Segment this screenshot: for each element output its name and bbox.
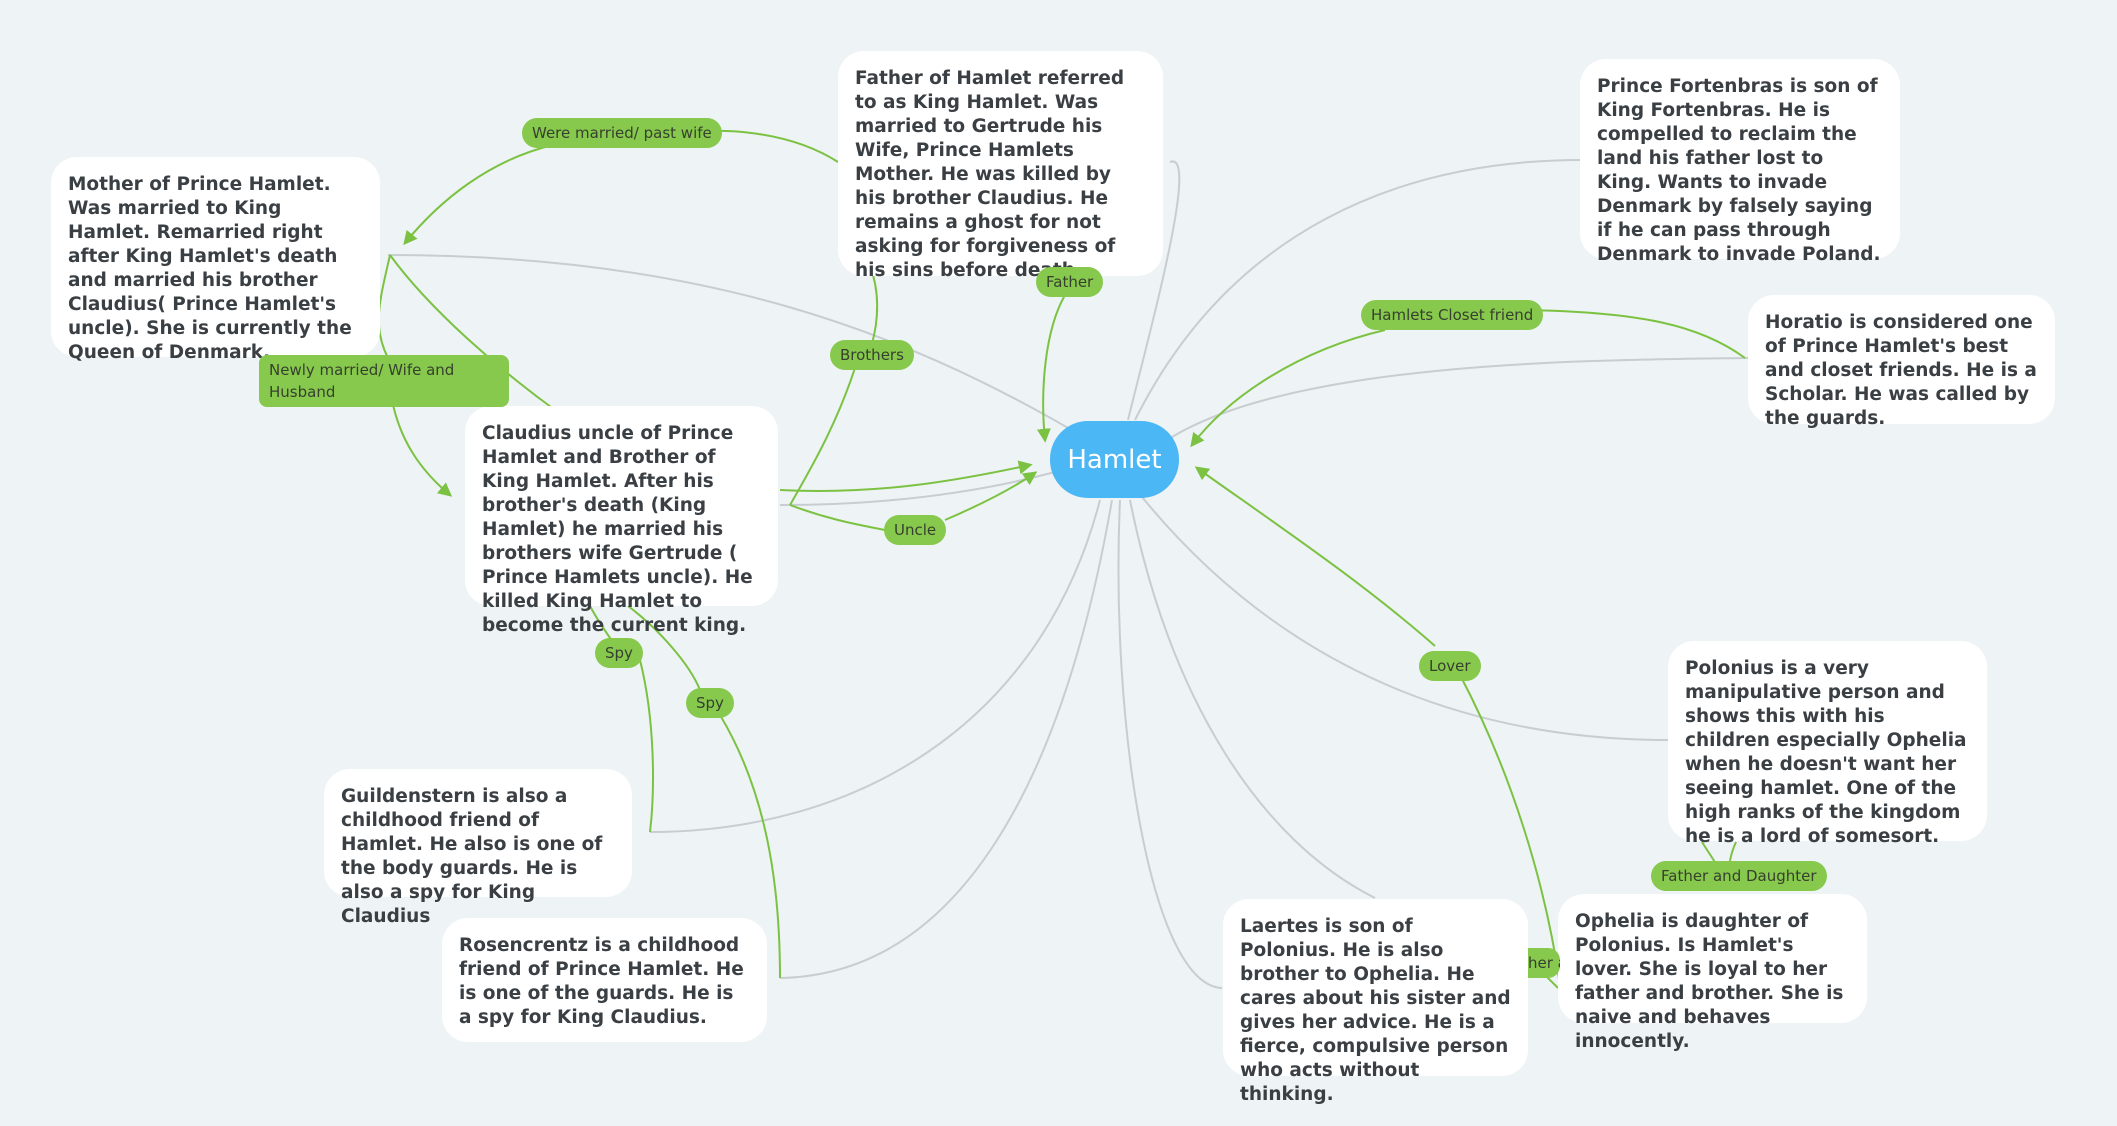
relation-tag-siblings-partial[interactable]: her a bbox=[1528, 948, 1560, 978]
relation-tag-brothers[interactable]: Brothers bbox=[830, 340, 914, 370]
connector-guildenstern bbox=[649, 499, 1101, 833]
connector-laertes-2 bbox=[1117, 499, 1223, 989]
relation-line-lover-2 bbox=[1459, 674, 1561, 986]
relation-tag-newly-married[interactable]: Newly married/ Wife and Husband bbox=[259, 355, 509, 407]
horatio-node[interactable]: Horatio is considered one of Prince Haml… bbox=[1748, 295, 2055, 429]
relation-tag-uncle[interactable]: Uncle bbox=[884, 515, 947, 545]
rosencrantz-node[interactable]: Rosencrentz is a childhood friend of Pri… bbox=[442, 918, 767, 1042]
polonius-node[interactable]: Polonius is a very manipulative person a… bbox=[1668, 641, 1987, 847]
connector-gertrude bbox=[387, 254, 1076, 433]
relation-line-newly-married bbox=[377, 254, 393, 366]
relation-line-brothers-2 bbox=[789, 351, 861, 506]
relation-line-were-married-2 bbox=[403, 144, 554, 246]
relation-line-uncle-2 bbox=[944, 471, 1038, 521]
relation-line-lover bbox=[1194, 466, 1436, 647]
relation-line-spy2 bbox=[627, 605, 701, 691]
relation-tag-spy-guildenstern[interactable]: Spy bbox=[595, 638, 643, 668]
connector-horatio bbox=[1171, 357, 1749, 438]
claudius-node[interactable]: Claudius uncle of Prince Hamlet and Brot… bbox=[465, 406, 778, 636]
connector-polonius bbox=[1141, 496, 1669, 741]
guildenstern-node[interactable]: Guildenstern is also a childhood friend … bbox=[324, 769, 632, 927]
connector-claudius bbox=[779, 471, 1056, 506]
relation-tag-father-daughter[interactable]: Father and Daughter bbox=[1651, 861, 1827, 891]
laertes-node[interactable]: Laertes is son of Polonius. He is also b… bbox=[1223, 899, 1528, 1105]
relation-tag-father[interactable]: Father bbox=[1036, 267, 1104, 297]
connector-fortinbras bbox=[1134, 159, 1583, 421]
relation-tag-spy-rosencrantz[interactable]: Spy bbox=[686, 688, 734, 718]
king-hamlet-node[interactable]: Father of Hamlet referred to as King Ham… bbox=[838, 51, 1163, 281]
relation-line-brothers-3 bbox=[779, 460, 1033, 492]
relation-line-spy1-2 bbox=[639, 659, 654, 833]
relation-tag-lover[interactable]: Lover bbox=[1419, 651, 1481, 681]
gertrude-node[interactable]: Mother of Prince Hamlet. Was married to … bbox=[51, 157, 380, 363]
fortinbras-node[interactable]: Prince Fortenbras is son of King Fortenb… bbox=[1580, 59, 1900, 265]
connector-king-hamlet bbox=[1127, 160, 1181, 421]
ophelia-node[interactable]: Ophelia is daughter of Polonius. Is Haml… bbox=[1558, 894, 1867, 1052]
connector-laertes bbox=[1129, 499, 1376, 899]
relation-line-newly-married-3 bbox=[389, 254, 556, 411]
relation-line-newly-married-2 bbox=[391, 399, 453, 497]
relation-line-closet-friend bbox=[1524, 309, 1746, 359]
relation-tag-closet-friend[interactable]: Hamlets Closet friend bbox=[1361, 300, 1544, 330]
hamlet-central-node[interactable]: Hamlet bbox=[1050, 421, 1179, 498]
relation-line-father bbox=[1036, 294, 1066, 443]
relation-line-uncle bbox=[789, 504, 886, 531]
relation-tag-were-married[interactable]: Were married/ past wife bbox=[522, 118, 722, 148]
connector-rosencrantz bbox=[779, 499, 1113, 979]
relation-line-closet-friend-2 bbox=[1190, 329, 1386, 448]
relation-line-spy2-2 bbox=[719, 714, 781, 979]
